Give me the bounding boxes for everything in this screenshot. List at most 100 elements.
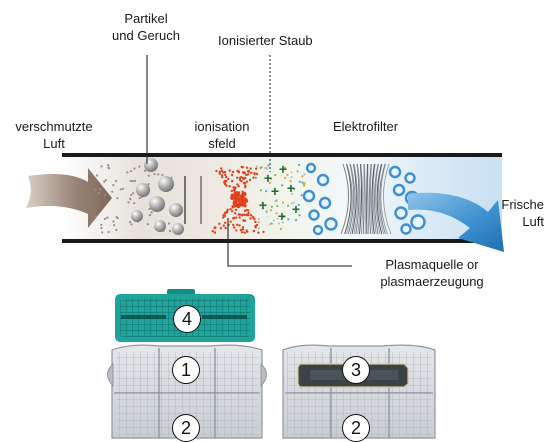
pollution-dot xyxy=(147,183,150,186)
ionization-dot xyxy=(245,166,249,169)
pollution-dot xyxy=(133,179,136,183)
pollution-dot xyxy=(131,180,134,183)
ionization-dot xyxy=(232,188,236,192)
pollution-dot xyxy=(107,166,110,169)
callout-4: 4 xyxy=(173,305,201,333)
callout-3: 3 xyxy=(342,356,370,384)
svg-text:+: + xyxy=(292,201,300,217)
pollution-dot xyxy=(106,216,109,219)
ionization-dot xyxy=(231,210,234,213)
filter-strand xyxy=(357,163,361,235)
ionization-dot xyxy=(220,174,224,177)
ionization-dot xyxy=(225,184,228,187)
ionization-dot xyxy=(224,173,227,177)
ionized-dust-dot xyxy=(301,175,304,178)
pollution-dot xyxy=(115,216,118,219)
ionization-dot xyxy=(252,176,255,179)
electrofilter-label: Elektrofilter xyxy=(333,119,399,134)
pollution-dot xyxy=(129,170,133,173)
ionization-dot xyxy=(228,185,231,188)
ionization-dot xyxy=(240,175,243,179)
filter-strand xyxy=(349,163,356,235)
pollution-dot xyxy=(119,188,122,191)
ionization-dot xyxy=(250,171,253,174)
ionized-dust-dot xyxy=(287,218,290,221)
ionized-dust-dot xyxy=(268,223,271,226)
charged-particle xyxy=(316,173,330,187)
ionization-dot xyxy=(252,229,255,233)
pollution-dot xyxy=(122,187,125,190)
filter-strand xyxy=(353,163,358,235)
filter-strand xyxy=(347,163,355,235)
ionized-dust-dot xyxy=(281,221,284,224)
pollution-dot xyxy=(148,207,151,211)
ionized-dust-dot xyxy=(267,164,270,167)
ionization-dot xyxy=(213,226,216,230)
polluted-air-inlet-arrow xyxy=(26,168,112,228)
pollution-dot xyxy=(100,223,103,226)
pollution-dot xyxy=(126,171,129,174)
ionization-dot xyxy=(255,172,259,176)
svg-text:+: + xyxy=(279,161,287,177)
clean-air-bubble xyxy=(404,172,416,184)
ionized-dust-dot xyxy=(283,166,287,169)
ionization-dot xyxy=(222,171,225,174)
ionized-dust-dot xyxy=(291,202,294,205)
ionized-dust-dot xyxy=(302,184,306,187)
ionization-dot xyxy=(245,180,249,183)
ionization-dot xyxy=(241,226,245,229)
ionization-dot xyxy=(237,213,241,216)
ionized-dust-dot xyxy=(286,173,289,176)
ionization-dot xyxy=(237,200,241,203)
ionized-dust-dot xyxy=(270,205,273,208)
ionized-dust-dot xyxy=(274,174,277,177)
ionized-dust-dot xyxy=(261,207,264,210)
ionization-dot xyxy=(247,213,250,217)
pollution-dot xyxy=(169,229,172,233)
ionization-dot xyxy=(248,178,252,182)
pollution-dot xyxy=(116,197,119,200)
ionization-dot xyxy=(236,183,239,186)
pollution-dot xyxy=(138,197,141,200)
ionization-dot xyxy=(245,213,248,216)
ionized-dust-dot xyxy=(298,214,301,217)
ionization-dot xyxy=(222,224,225,227)
ionization-dot xyxy=(238,178,242,182)
clean-air-bubble xyxy=(410,214,426,230)
ionization-dot xyxy=(231,170,235,174)
ionized-dust-dot xyxy=(289,180,292,183)
pollution-dot xyxy=(115,180,118,183)
pollution-dot xyxy=(147,174,150,177)
pollution-dot xyxy=(101,231,104,234)
ion-plus-signs: + + + + + + + xyxy=(259,161,300,224)
pollution-dot xyxy=(133,167,136,170)
ionization-core-dot xyxy=(230,195,235,201)
pollution-dot xyxy=(111,190,114,193)
filter-strand xyxy=(362,163,365,235)
ionization-dot xyxy=(254,220,257,224)
svg-text:+: + xyxy=(259,197,267,213)
ionization-dot xyxy=(238,216,241,219)
filter-strand xyxy=(366,163,368,235)
ionized-dust-dot xyxy=(269,209,273,212)
pollution-dot xyxy=(99,188,102,191)
ionization-core-dot xyxy=(240,193,245,199)
callout-1: 1 xyxy=(172,356,200,384)
ionization-dot xyxy=(227,177,230,181)
ionization-dot xyxy=(238,224,241,227)
ionized-dust-dot xyxy=(292,201,295,204)
ionized-dust-dot xyxy=(281,184,284,187)
ionization-dot xyxy=(224,175,228,179)
pollution-dot xyxy=(129,197,132,200)
ionization-dot xyxy=(234,212,237,215)
ionization-dot xyxy=(233,186,236,189)
ionization-dot xyxy=(246,230,249,233)
ionized-dust-dot xyxy=(257,217,260,221)
ionization-dot xyxy=(230,173,234,177)
pollution-dot xyxy=(130,223,133,226)
pollution-dot xyxy=(103,194,106,197)
filter-strand xyxy=(371,163,375,235)
filter-strand xyxy=(355,163,360,235)
ionization-dot xyxy=(246,173,249,176)
filter-strand xyxy=(376,163,383,235)
